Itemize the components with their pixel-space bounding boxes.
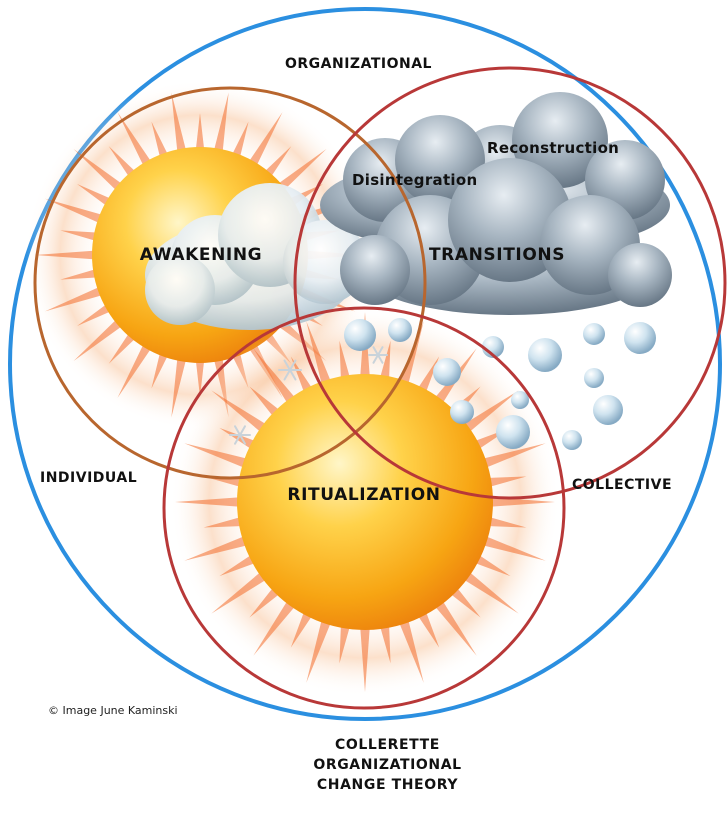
reconstruction-label: Reconstruction [487, 139, 620, 157]
individual-label: INDIVIDUAL [40, 470, 138, 486]
copyright-text: © Image June Kaminski [48, 704, 178, 717]
disintegration-label: Disintegration [352, 171, 478, 189]
diagram-title: COLLERETTE ORGANIZATIONAL CHANGE THEORY [0, 735, 728, 795]
title-line: COLLERETTE [335, 737, 440, 753]
collective-label: COLLECTIVE [572, 477, 673, 493]
raindrop-icons [344, 318, 656, 450]
transitions-label: TRANSITIONS [428, 245, 566, 265]
organizational-circle [8, 7, 722, 721]
ritualization-circle [162, 306, 566, 710]
awakening-label: AWAKENING [139, 245, 263, 265]
transitions-circle [293, 66, 727, 500]
title-line: CHANGE THEORY [316, 777, 459, 793]
storm-cloud-icon [320, 92, 672, 315]
snowflake-icons [229, 346, 388, 445]
awakening-circle [33, 86, 427, 480]
organizational-label: ORGANIZATIONAL [285, 56, 432, 72]
title-line: ORGANIZATIONAL [313, 757, 462, 773]
ritualization-label: RITUALIZATION [287, 485, 441, 505]
